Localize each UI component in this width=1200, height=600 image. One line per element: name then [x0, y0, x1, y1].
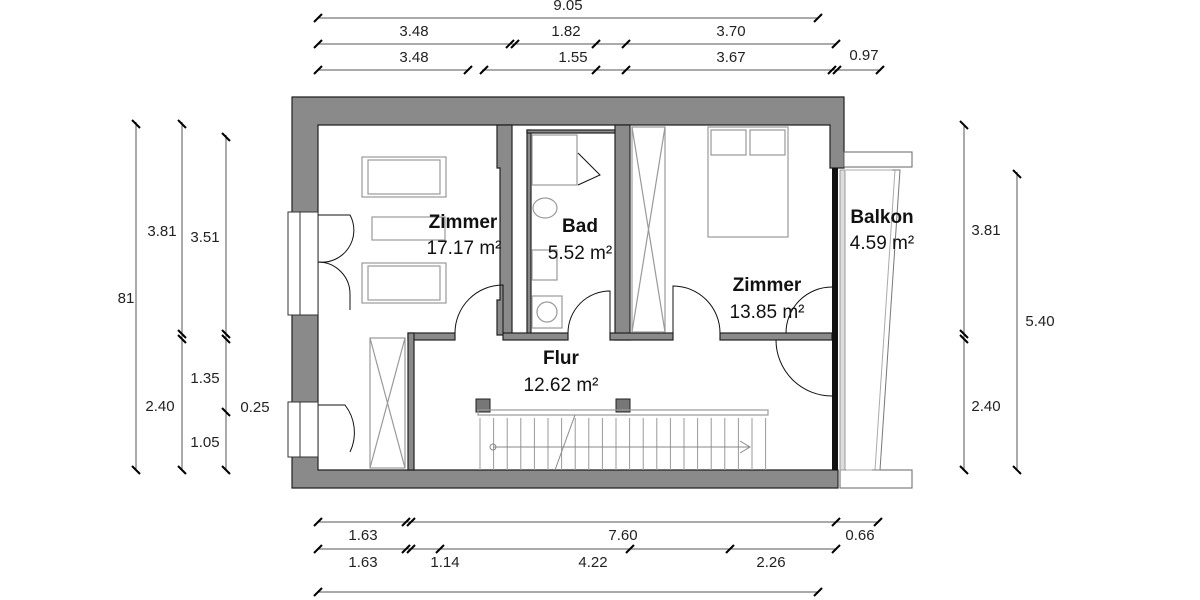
dim-top-r3-4: 0.97	[849, 47, 878, 64]
dim-top-r3-3: 3.67	[716, 49, 745, 66]
room-labels: Zimmer 17.17 m² Bad 5.52 m² Zimmer 13.85…	[427, 207, 915, 396]
window-left-2	[287, 401, 319, 458]
room-area-zimmer-2: 13.85 m²	[730, 302, 805, 323]
room-name-zimmer-2: Zimmer	[733, 275, 802, 296]
walls	[287, 96, 845, 489]
stair-cut-line	[554, 414, 576, 471]
sofa-cushion	[367, 159, 441, 195]
balcony-edge	[839, 169, 846, 471]
balcony-slab-top	[843, 151, 913, 168]
right-dimensions: 3.81 2.40 5.40	[959, 120, 1055, 475]
dim-total-top: 9.05	[553, 0, 582, 14]
table	[371, 216, 446, 241]
room-name-bad: Bad	[562, 216, 598, 237]
room-area-balkon: 4.59 m²	[850, 233, 914, 254]
dim-top-r2-3: 3.70	[716, 23, 745, 40]
dim-bot-r1-1: 1.63	[348, 527, 377, 544]
dim-left-c3-2: 1.35	[190, 370, 219, 387]
door-bad[interactable]	[567, 290, 611, 334]
room-name-balkon: Balkon	[850, 207, 913, 228]
wardrobe-right	[631, 126, 666, 333]
pillow	[749, 129, 786, 156]
stair-railing	[477, 409, 769, 416]
door-zimmer-right[interactable]	[672, 285, 721, 334]
pillar	[615, 398, 631, 413]
dim-right-c1-2: 2.40	[971, 398, 1000, 415]
room-name-flur: Flur	[543, 348, 579, 369]
wardrobe-left	[369, 337, 406, 469]
dim-right-c2: 5.40	[1025, 313, 1054, 330]
shower-door	[577, 152, 601, 186]
door-balkon-1[interactable]	[785, 286, 833, 334]
window-frame	[299, 211, 319, 316]
left-dimensions: 81 3.81 2.40 3.51 1.35 1.05 0.25	[118, 119, 270, 475]
window-left-1	[287, 211, 319, 316]
dim-left-outer: 81	[118, 290, 135, 307]
dim-bot-r2-2: 1.14	[430, 554, 459, 571]
dim-left-sill: 0.25	[240, 399, 269, 416]
dim-bot-r1-3: 0.66	[845, 527, 874, 544]
washing-machine	[531, 295, 563, 329]
sofa-cushion	[367, 265, 441, 301]
window-frame	[299, 401, 319, 458]
room-area-zimmer-1: 17.17 m²	[427, 238, 502, 259]
dim-top-r2-2: 1.82	[551, 23, 580, 40]
window-swing	[317, 214, 355, 263]
wardrobe-cross	[631, 126, 666, 333]
dim-right-c1-1: 3.81	[971, 222, 1000, 239]
staircase	[475, 398, 769, 471]
balcony-slab-bottom	[839, 469, 913, 489]
bottom-dimensions: 1.63 7.60 0.66 1.63 1.14 4.22 2.26	[313, 517, 883, 597]
dim-top-r3-1: 3.48	[399, 49, 428, 66]
balcony-railing	[872, 169, 901, 471]
furniture	[361, 126, 789, 469]
dim-bot-r2-1: 1.63	[348, 554, 377, 571]
drum	[536, 301, 558, 323]
dim-bot-r2-4: 2.26	[756, 554, 785, 571]
dim-left-c2-1: 3.81	[147, 223, 176, 240]
top-dimensions: 9.05 3.48 1.82 3.70 3.48 1.55 3.67 0.97	[313, 0, 885, 75]
pillar	[475, 398, 491, 413]
wardrobe-cross	[369, 337, 406, 469]
sink	[531, 249, 558, 281]
stair-arrow-icon	[739, 440, 751, 454]
sofa-top	[361, 156, 447, 198]
pillow	[710, 129, 747, 156]
toilet	[532, 197, 558, 219]
room-area-bad: 5.52 m²	[548, 243, 612, 264]
door-zimmer-left[interactable]	[454, 284, 504, 334]
stair-start	[489, 443, 497, 451]
doors	[317, 214, 833, 453]
dim-left-c3-1: 3.51	[190, 229, 219, 246]
room-area-flur: 12.62 m²	[524, 375, 599, 396]
room-name-zimmer-1: Zimmer	[429, 212, 498, 233]
window-swing	[318, 404, 355, 453]
bed	[707, 126, 789, 238]
balcony-deck	[846, 169, 896, 471]
dim-left-c3-3: 1.05	[190, 434, 219, 451]
dim-top-r2-1: 3.48	[399, 23, 428, 40]
window-swing	[317, 261, 351, 310]
door-balkon-2[interactable]	[775, 339, 833, 397]
balcony-glass-wall	[832, 168, 838, 470]
dim-left-c2-2: 2.40	[145, 398, 174, 415]
balcony	[839, 151, 913, 489]
shower	[531, 134, 578, 186]
sofa-bottom	[361, 262, 447, 304]
dim-bot-r2-3: 4.22	[578, 554, 607, 571]
dim-bot-r1-2: 7.60	[608, 527, 637, 544]
dim-top-r3-2: 1.55	[558, 49, 587, 66]
